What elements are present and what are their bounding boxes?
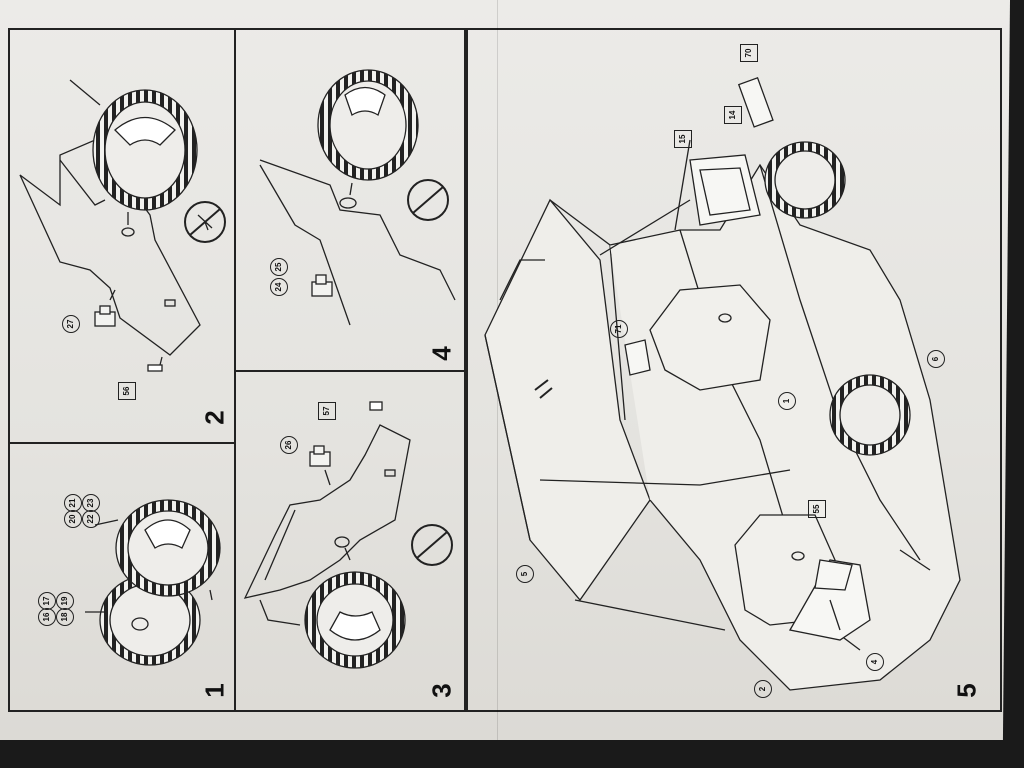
part-26: 26 <box>280 436 298 454</box>
part-21: 21 <box>64 494 82 512</box>
part-6: 6 <box>927 350 945 368</box>
part-57: 57 <box>318 402 336 420</box>
panel-step-3 <box>234 370 466 712</box>
step-number-3: 3 <box>426 683 457 698</box>
part-55: 55 <box>808 500 826 518</box>
part-4: 4 <box>866 653 884 671</box>
step-number-2: 2 <box>199 410 230 425</box>
part-1: 1 <box>778 392 796 410</box>
part-17: 17 <box>38 592 56 610</box>
part-18: 18 <box>56 608 74 626</box>
part-27: 27 <box>62 315 80 333</box>
part-23: 23 <box>82 494 100 512</box>
assembly-artwork <box>19 69 961 691</box>
part-70: 70 <box>740 44 758 62</box>
part-2: 2 <box>754 680 772 698</box>
panel-step-5 <box>466 28 1002 712</box>
step-1-drawing <box>85 499 221 666</box>
step-number-1: 1 <box>199 683 230 698</box>
part-14: 14 <box>724 106 742 124</box>
part-22: 22 <box>82 510 100 528</box>
step-5-drawing <box>484 76 961 691</box>
part-5: 5 <box>516 565 534 583</box>
part-15: 15 <box>674 130 692 148</box>
part-24: 24 <box>270 278 288 296</box>
step-4-drawing <box>259 69 456 326</box>
part-56: 56 <box>118 382 136 400</box>
step-3-drawing <box>243 401 453 669</box>
step-number-4: 4 <box>426 346 457 361</box>
part-71: 71 <box>610 320 628 338</box>
instruction-sheet: 2 4 1 3 5 16 17 18 19 20 21 22 23 27 56 … <box>0 0 1010 740</box>
step-number-5: 5 <box>951 683 982 698</box>
part-20: 20 <box>64 510 82 528</box>
part-16: 16 <box>38 608 56 626</box>
step-2-drawing <box>19 79 226 372</box>
part-19: 19 <box>56 592 74 610</box>
part-25: 25 <box>270 258 288 276</box>
